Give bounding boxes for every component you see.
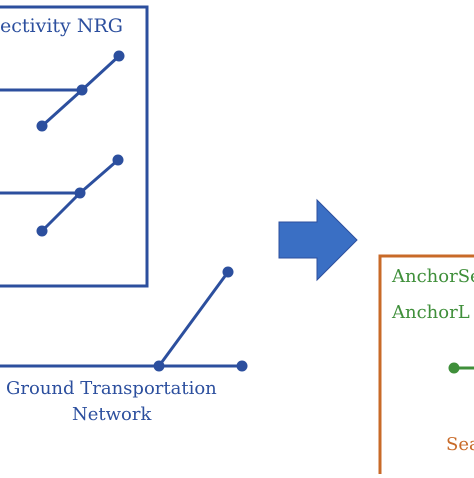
node [75, 188, 86, 199]
node [37, 121, 48, 132]
anchor-label-2: AnchorL [392, 304, 470, 322]
anchor-box-bottom-label: Sea [446, 436, 474, 454]
node [237, 361, 248, 372]
node [449, 363, 460, 374]
transform-arrow [279, 200, 357, 280]
connectivity-title: ectivity NRG [0, 17, 123, 36]
node [113, 155, 124, 166]
ground-network-label-line2: Network [72, 406, 151, 424]
node [223, 267, 234, 278]
node [154, 361, 165, 372]
node [37, 226, 48, 237]
ground-network-label-line1: Ground Transportation [6, 380, 217, 398]
network-graph-2 [0, 155, 124, 237]
network-graph-1 [0, 51, 125, 132]
connectivity-box [0, 7, 147, 286]
anchor-graph [449, 363, 474, 374]
node [114, 51, 125, 62]
node [77, 85, 88, 96]
ground-network-graph [0, 267, 248, 372]
anchor-label-1: AnchorSe [392, 268, 474, 286]
